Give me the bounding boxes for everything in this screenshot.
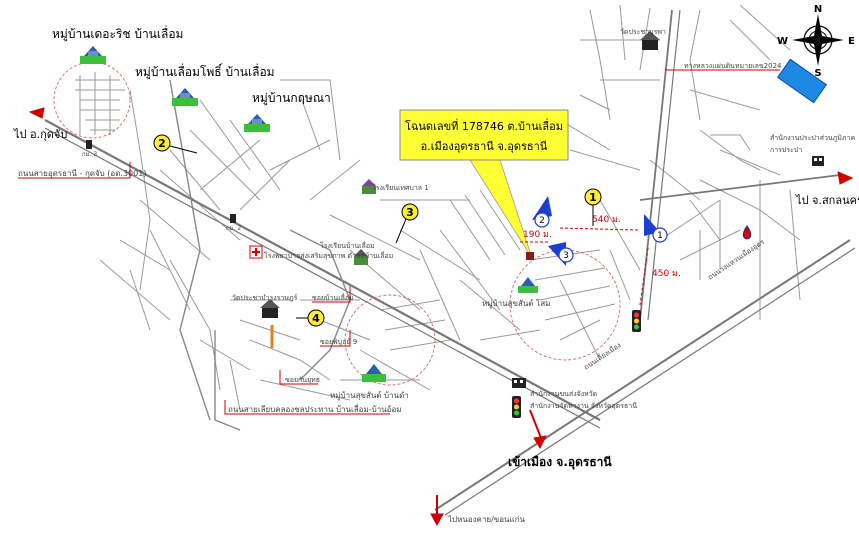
road-canal: ถนนสายเลียบคลองชลประทาน บ้านเลื่อม-บ้านอ… <box>228 403 402 414</box>
marker-2: 2 <box>153 134 198 154</box>
office2-icon <box>512 378 526 388</box>
svg-text:4: 4 <box>312 312 320 325</box>
view-label-2: 2 <box>539 216 545 226</box>
place-hospital: โรงพยาบาลส่งเสริมสุขภาพ ตำบลบ้านเลื่อม <box>264 251 393 260</box>
arrow-east-icon <box>837 171 854 185</box>
highway-2024-block <box>776 58 828 104</box>
radius-circles <box>53 61 621 386</box>
plot-callout: โฉนดเลขที่ 178746 ต.บ้านเลื่อม อ.เมืองอุ… <box>399 109 569 259</box>
road-network <box>75 4 801 411</box>
place-soi1: ซอยบ้านเลื่อม <box>312 293 354 302</box>
callout-line-1: โฉนดเลขที่ 178746 ต.บ้านเลื่อม <box>405 118 563 133</box>
map-labels: หมู่บ้านเดอะริช บ้านเลื่อม หมู่บ้านเลื่อ… <box>13 25 859 524</box>
direction-arrows <box>28 107 854 527</box>
house-icon-v3 <box>244 114 270 132</box>
road-udon-kudjap: ถนนสายอุดรธานี - กุดจับ (อด.3001) <box>18 169 146 178</box>
compass-rose: N E S W <box>777 4 855 79</box>
place-km2: กม. 2 <box>226 225 241 232</box>
svg-text:3: 3 <box>406 206 414 219</box>
village-label-1: หมู่บ้านเดอะริช บ้านเลื่อม <box>52 25 183 42</box>
house-icon-v1 <box>80 46 106 64</box>
plot-marker <box>526 252 534 260</box>
distance-450: 450 ม. <box>652 269 681 279</box>
view-marker-1: 1 <box>644 214 668 243</box>
school-icon <box>362 179 376 194</box>
marker-1: 1 <box>584 188 602 226</box>
arrow-south-icon <box>430 513 444 527</box>
red-leader-lines <box>18 69 780 415</box>
place-km3: กม. 3 <box>82 151 97 158</box>
km2-post-icon <box>230 214 236 223</box>
km3-post-icon <box>86 140 92 149</box>
marker-3: 3 <box>395 203 419 244</box>
water-drop-icon <box>742 225 752 240</box>
school2-icon <box>354 249 368 265</box>
arrow-west-icon <box>28 107 45 119</box>
road-highway-2024: ทางหลวงแผ่นดินหมายเลข2024 <box>684 62 782 70</box>
hospital-icon <box>249 245 263 259</box>
callout-line-2: อ.เมืองอุดรธานี จ.อุดรธานี <box>421 140 548 153</box>
distance-190: 190 ม. <box>523 230 552 240</box>
place-temple2: วัดประชาบำรุงราษฎร์ <box>232 294 298 302</box>
place-office2: สำนักงานขนส่งจังหวัด <box>530 390 597 398</box>
compass-n: N <box>814 4 822 15</box>
house-icon-v5 <box>362 364 386 382</box>
place-soi3: ซอยกันยุทธ <box>285 376 320 384</box>
compass-s: S <box>814 68 821 79</box>
place-temple-north: วัดประชาบูรพา <box>620 28 666 36</box>
dir-sakon: ไป จ.สกลนคร <box>795 194 859 207</box>
distance-lines <box>520 227 649 306</box>
dir-kudjap: ไป อ.กุดจับ <box>13 128 67 141</box>
dir-nongkai: ไปหนองคาย/ขอนแก่น <box>447 515 526 524</box>
place-office: สำนักงานประปาส่วนภูมิภาค <box>770 134 855 142</box>
temple2-icon <box>640 31 660 50</box>
traffic-light-icon-1 <box>632 310 641 332</box>
temple-icon <box>260 299 280 318</box>
village-label-5: หมู่บ้านสุขสันต์ บ้านดำ <box>330 390 409 401</box>
svg-text:2: 2 <box>158 137 166 150</box>
village-label-3: หมู่บ้านกฤษณา <box>252 91 331 106</box>
marker-4: 4 <box>296 309 325 327</box>
house-icon-v2 <box>172 88 198 106</box>
house-icon-v4 <box>518 277 538 293</box>
svg-text:1: 1 <box>589 191 597 204</box>
dir-city: เข้าเมือง จ.อุดรธานี <box>508 455 612 470</box>
traffic-light-icon-2 <box>512 396 521 418</box>
place-police: สำนักงานจัดหางาน จังหวัดอุดรธานี <box>530 402 637 410</box>
village-label-2: หมู่บ้านเลื่อมโพธิ์ บ้านเลื่อม <box>135 63 275 80</box>
place-school: โรงเรียนเทศบาล 1 <box>372 183 429 192</box>
place-soi9: ซอยพิบูลย์ 9 <box>320 338 357 346</box>
village-label-4: หมู่บ้านสุขสันต์ โสม <box>482 298 550 309</box>
village-icons <box>80 31 824 388</box>
place-water: การประปา <box>770 146 802 154</box>
view-markers: 1 2 3 <box>532 196 668 266</box>
view-label-3: 3 <box>563 251 569 261</box>
road-ring: ถนนวงแหวนเมืองอุดร <box>707 238 767 282</box>
view-marker-2: 2 <box>532 196 552 228</box>
compass-w: W <box>777 36 788 47</box>
distance-540: 540 ม. <box>592 215 621 225</box>
numbered-markers: 1 2 3 4 <box>153 134 602 327</box>
traffic-lights <box>512 310 641 418</box>
view-label-1: 1 <box>657 231 663 241</box>
compass-e: E <box>848 36 855 47</box>
view-marker-3: 3 <box>548 242 574 266</box>
place-school2: โรงเรียนบ้านเลื่อม <box>320 241 375 250</box>
office-icon <box>812 156 824 166</box>
main-roads <box>44 9 856 516</box>
